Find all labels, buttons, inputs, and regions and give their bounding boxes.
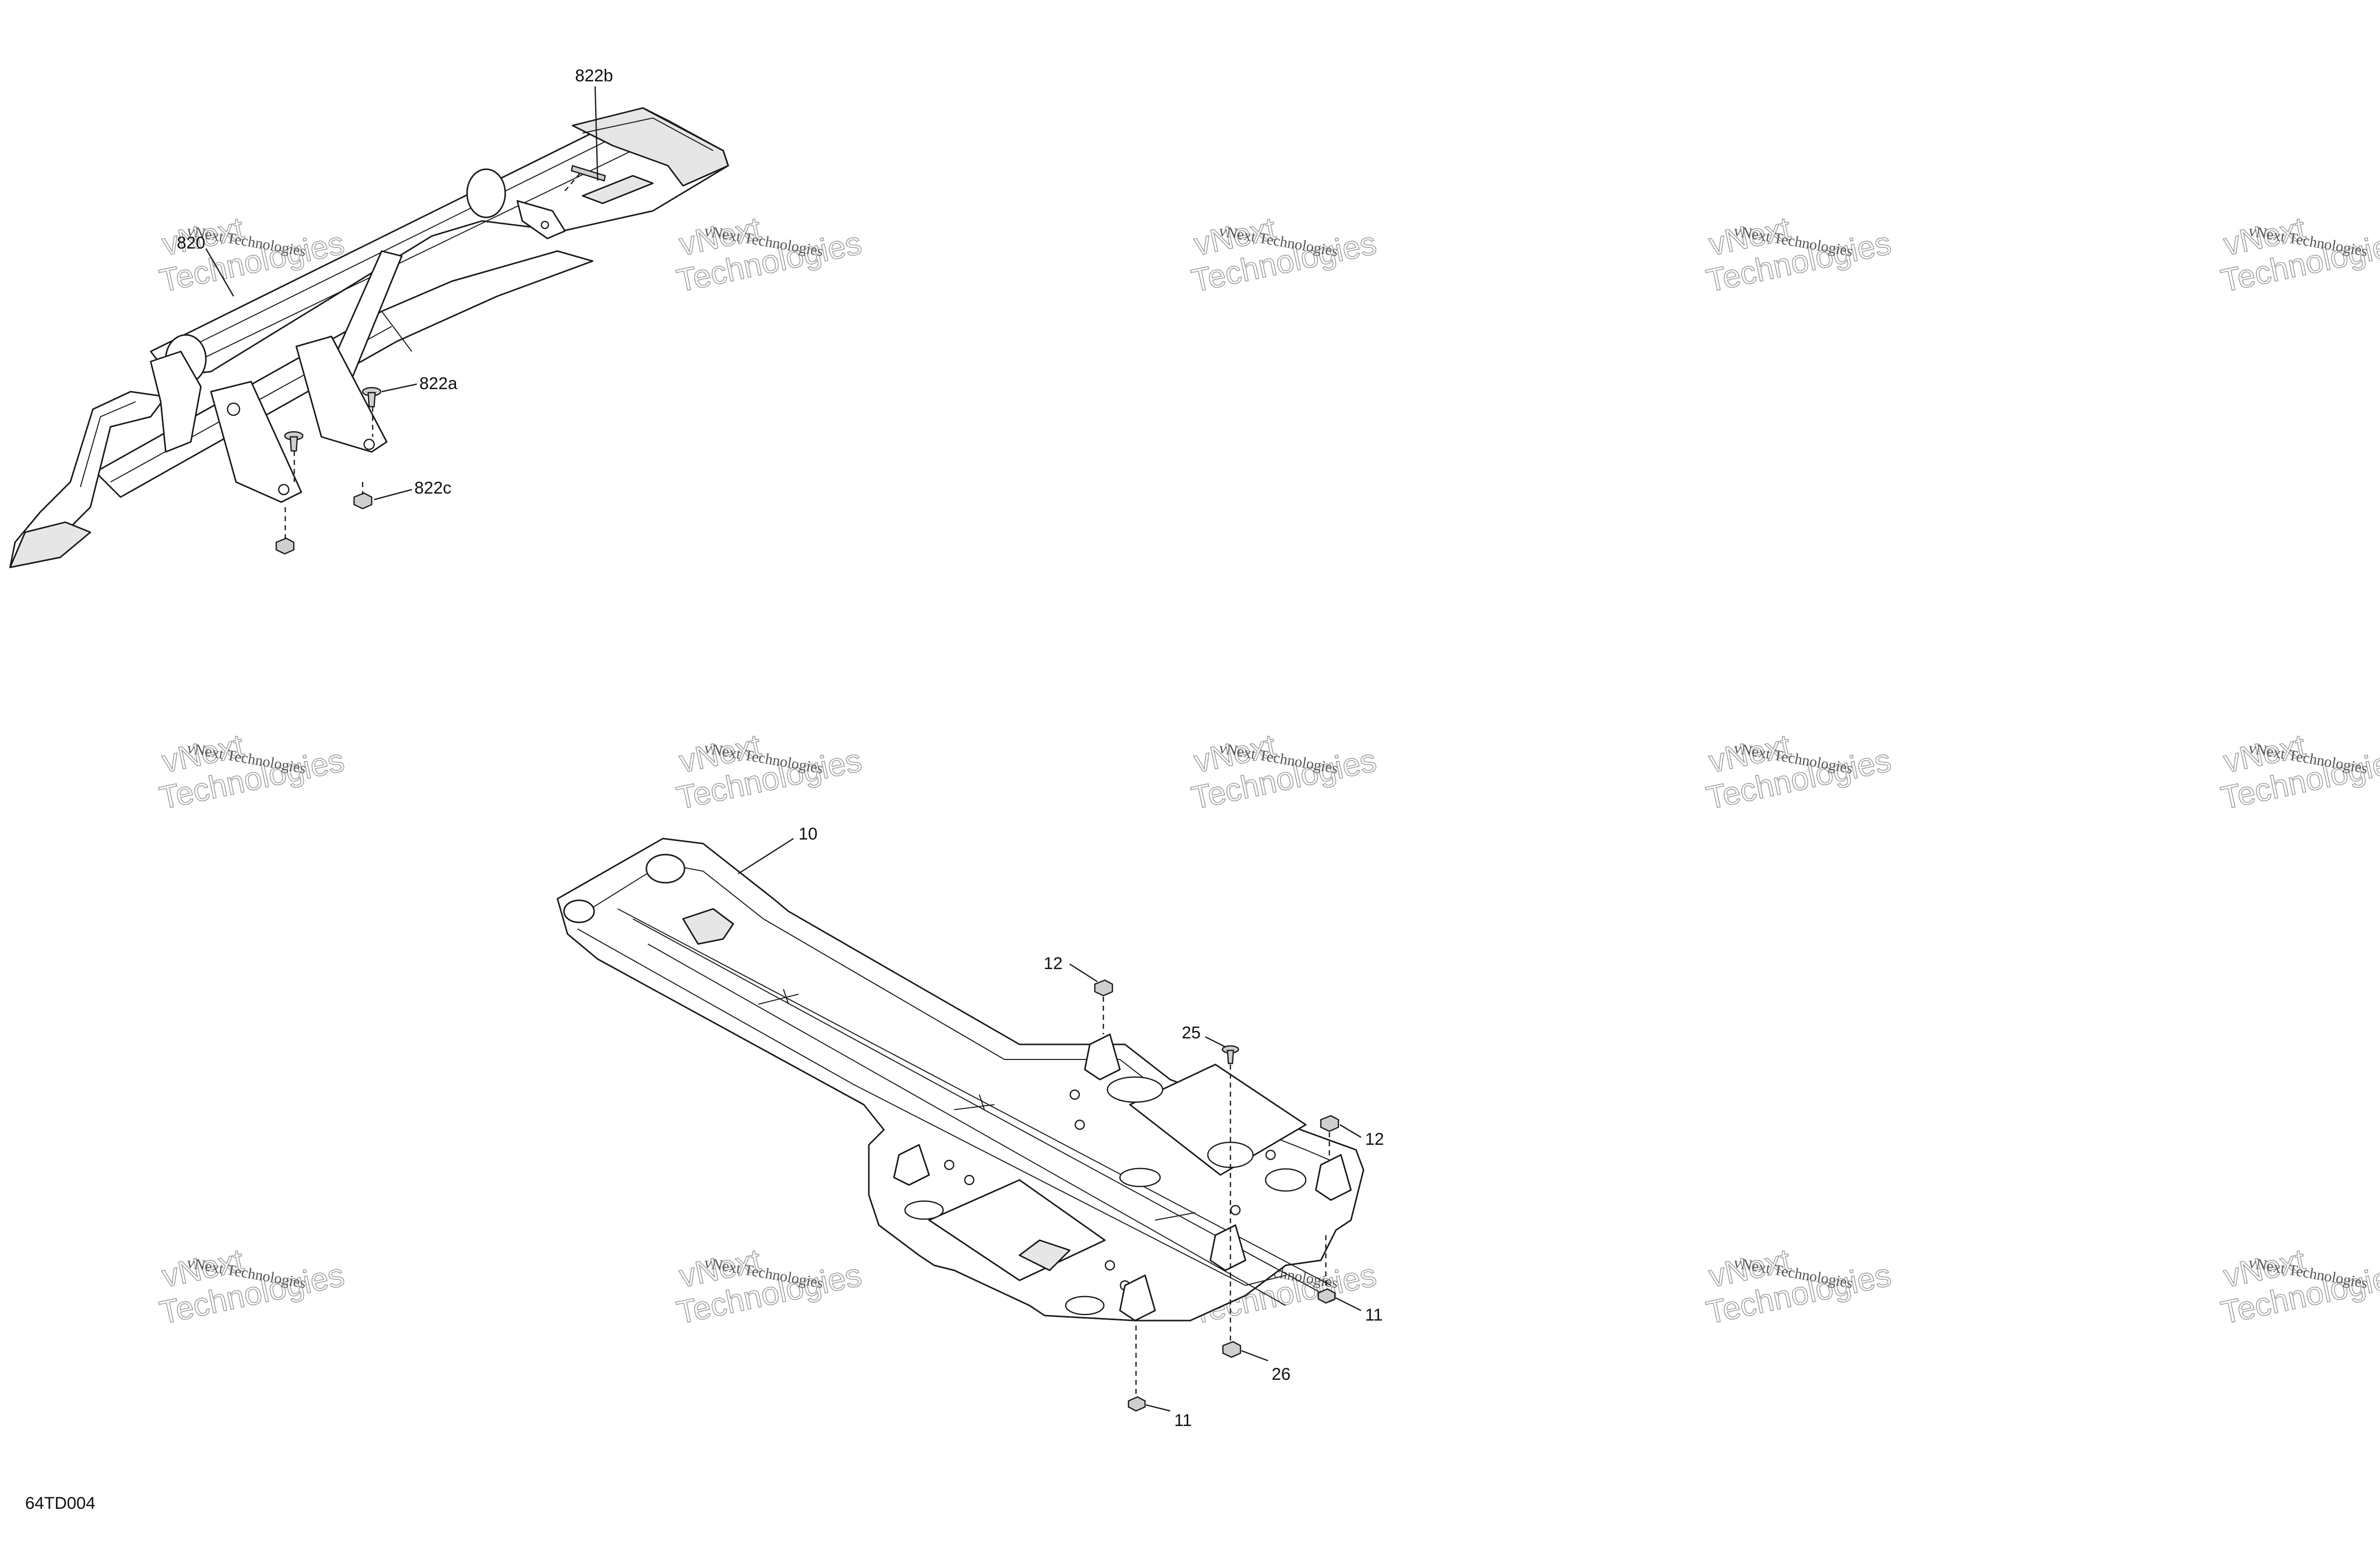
callout-12-top: 12: [1044, 954, 1063, 973]
clamp-bracket: [516, 200, 566, 240]
recess-panel: [1129, 1063, 1307, 1176]
plate-opening: [904, 1200, 944, 1220]
bolt-11: [1127, 1396, 1146, 1412]
watermark-tile: vNext Technologies vNext Technologies: [673, 727, 865, 817]
rivet-822a: [362, 387, 382, 408]
watermark-tile: vNext Technologies vNext Technologies: [1703, 210, 1894, 300]
mount-boss: [1315, 1154, 1352, 1201]
nut-822c: [275, 537, 295, 555]
mount-boss: [1084, 1033, 1121, 1081]
plate-mount-pad: [645, 854, 686, 884]
watermark-tile: vNext Technologies vNext Technologies: [156, 210, 348, 300]
watermark-tile: vNext Technologies vNext Technologies: [1703, 727, 1894, 817]
plate-opening: [1119, 1167, 1161, 1188]
plate-opening: [1065, 1295, 1105, 1316]
tube-end-right: [572, 107, 729, 187]
screw-822b: [571, 165, 606, 182]
tube-collar: [466, 168, 506, 218]
plate-opening: [1265, 1168, 1307, 1192]
callout-26: 26: [1272, 1365, 1291, 1384]
plate-opening: [1106, 1076, 1164, 1103]
plate-bracket: [682, 908, 734, 945]
callout-820: 820: [177, 233, 205, 253]
lower-tube: [94, 250, 594, 498]
watermark-tile: vNext Technologies vNext Technologies: [2217, 210, 2380, 300]
callout-822c: 822c: [414, 479, 451, 498]
washer-26: [1222, 1341, 1241, 1358]
callout-12-right: 12: [1365, 1130, 1384, 1149]
mount-boss: [1119, 1274, 1156, 1322]
nut-12: [1094, 979, 1113, 997]
skid-plate: [556, 838, 1365, 1322]
tube-end-left: [9, 391, 167, 568]
bolt-11: [1317, 1288, 1336, 1304]
mount-boss: [1209, 1224, 1246, 1271]
drawing-reference: 64TD004: [25, 1494, 95, 1513]
callout-25: 25: [1182, 1023, 1201, 1042]
plate-mount-pad: [563, 899, 595, 923]
rivet-25: [1221, 1045, 1239, 1064]
upper-fasteners: [275, 165, 606, 555]
callout-11-bottom: 11: [1174, 1411, 1192, 1430]
lower-fasteners: [1094, 979, 1339, 1412]
callout-822a: 822a: [419, 374, 458, 393]
watermark-tile: vNext Technologies vNext Technologies: [1703, 1242, 1894, 1332]
watermark-tile: vNext Technologies vNext Technologies: [1188, 210, 1380, 300]
watermark-tile: vNext Technologies vNext Technologies: [673, 1242, 865, 1332]
rivet-822a: [284, 431, 304, 452]
skid-plate-assembly: [556, 838, 1365, 1322]
watermark-tile: vNext Technologies vNext Technologies: [1188, 727, 1380, 817]
callout-822b: 822b: [575, 66, 613, 85]
lower-callouts: 10 12 25 12 11 26 11: [738, 824, 1384, 1430]
frame-bumper-assembly: [9, 107, 729, 568]
callout-10: 10: [799, 824, 818, 844]
watermark-tile: vNext Technologies vNext Technologies: [156, 727, 348, 817]
watermark-tile: vNext Technologies vNext Technologies: [156, 1242, 348, 1332]
nut-12: [1320, 1115, 1339, 1132]
slot-plate: [582, 175, 654, 204]
watermark-tile: vNext Technologies vNext Technologies: [2217, 1242, 2380, 1332]
watermark-tile: vNext Technologies vNext Technologies: [673, 210, 865, 300]
frame-bracket: [150, 350, 202, 453]
watermark-tile: vNext Technologies vNext Technologies: [2217, 727, 2380, 817]
callout-11-right: 11: [1365, 1305, 1383, 1325]
upper-callouts: 822b 820 822a 822c: [177, 66, 613, 501]
nut-822c: [353, 492, 373, 510]
mount-tab-right: [295, 335, 388, 453]
mount-boss: [893, 1144, 930, 1186]
